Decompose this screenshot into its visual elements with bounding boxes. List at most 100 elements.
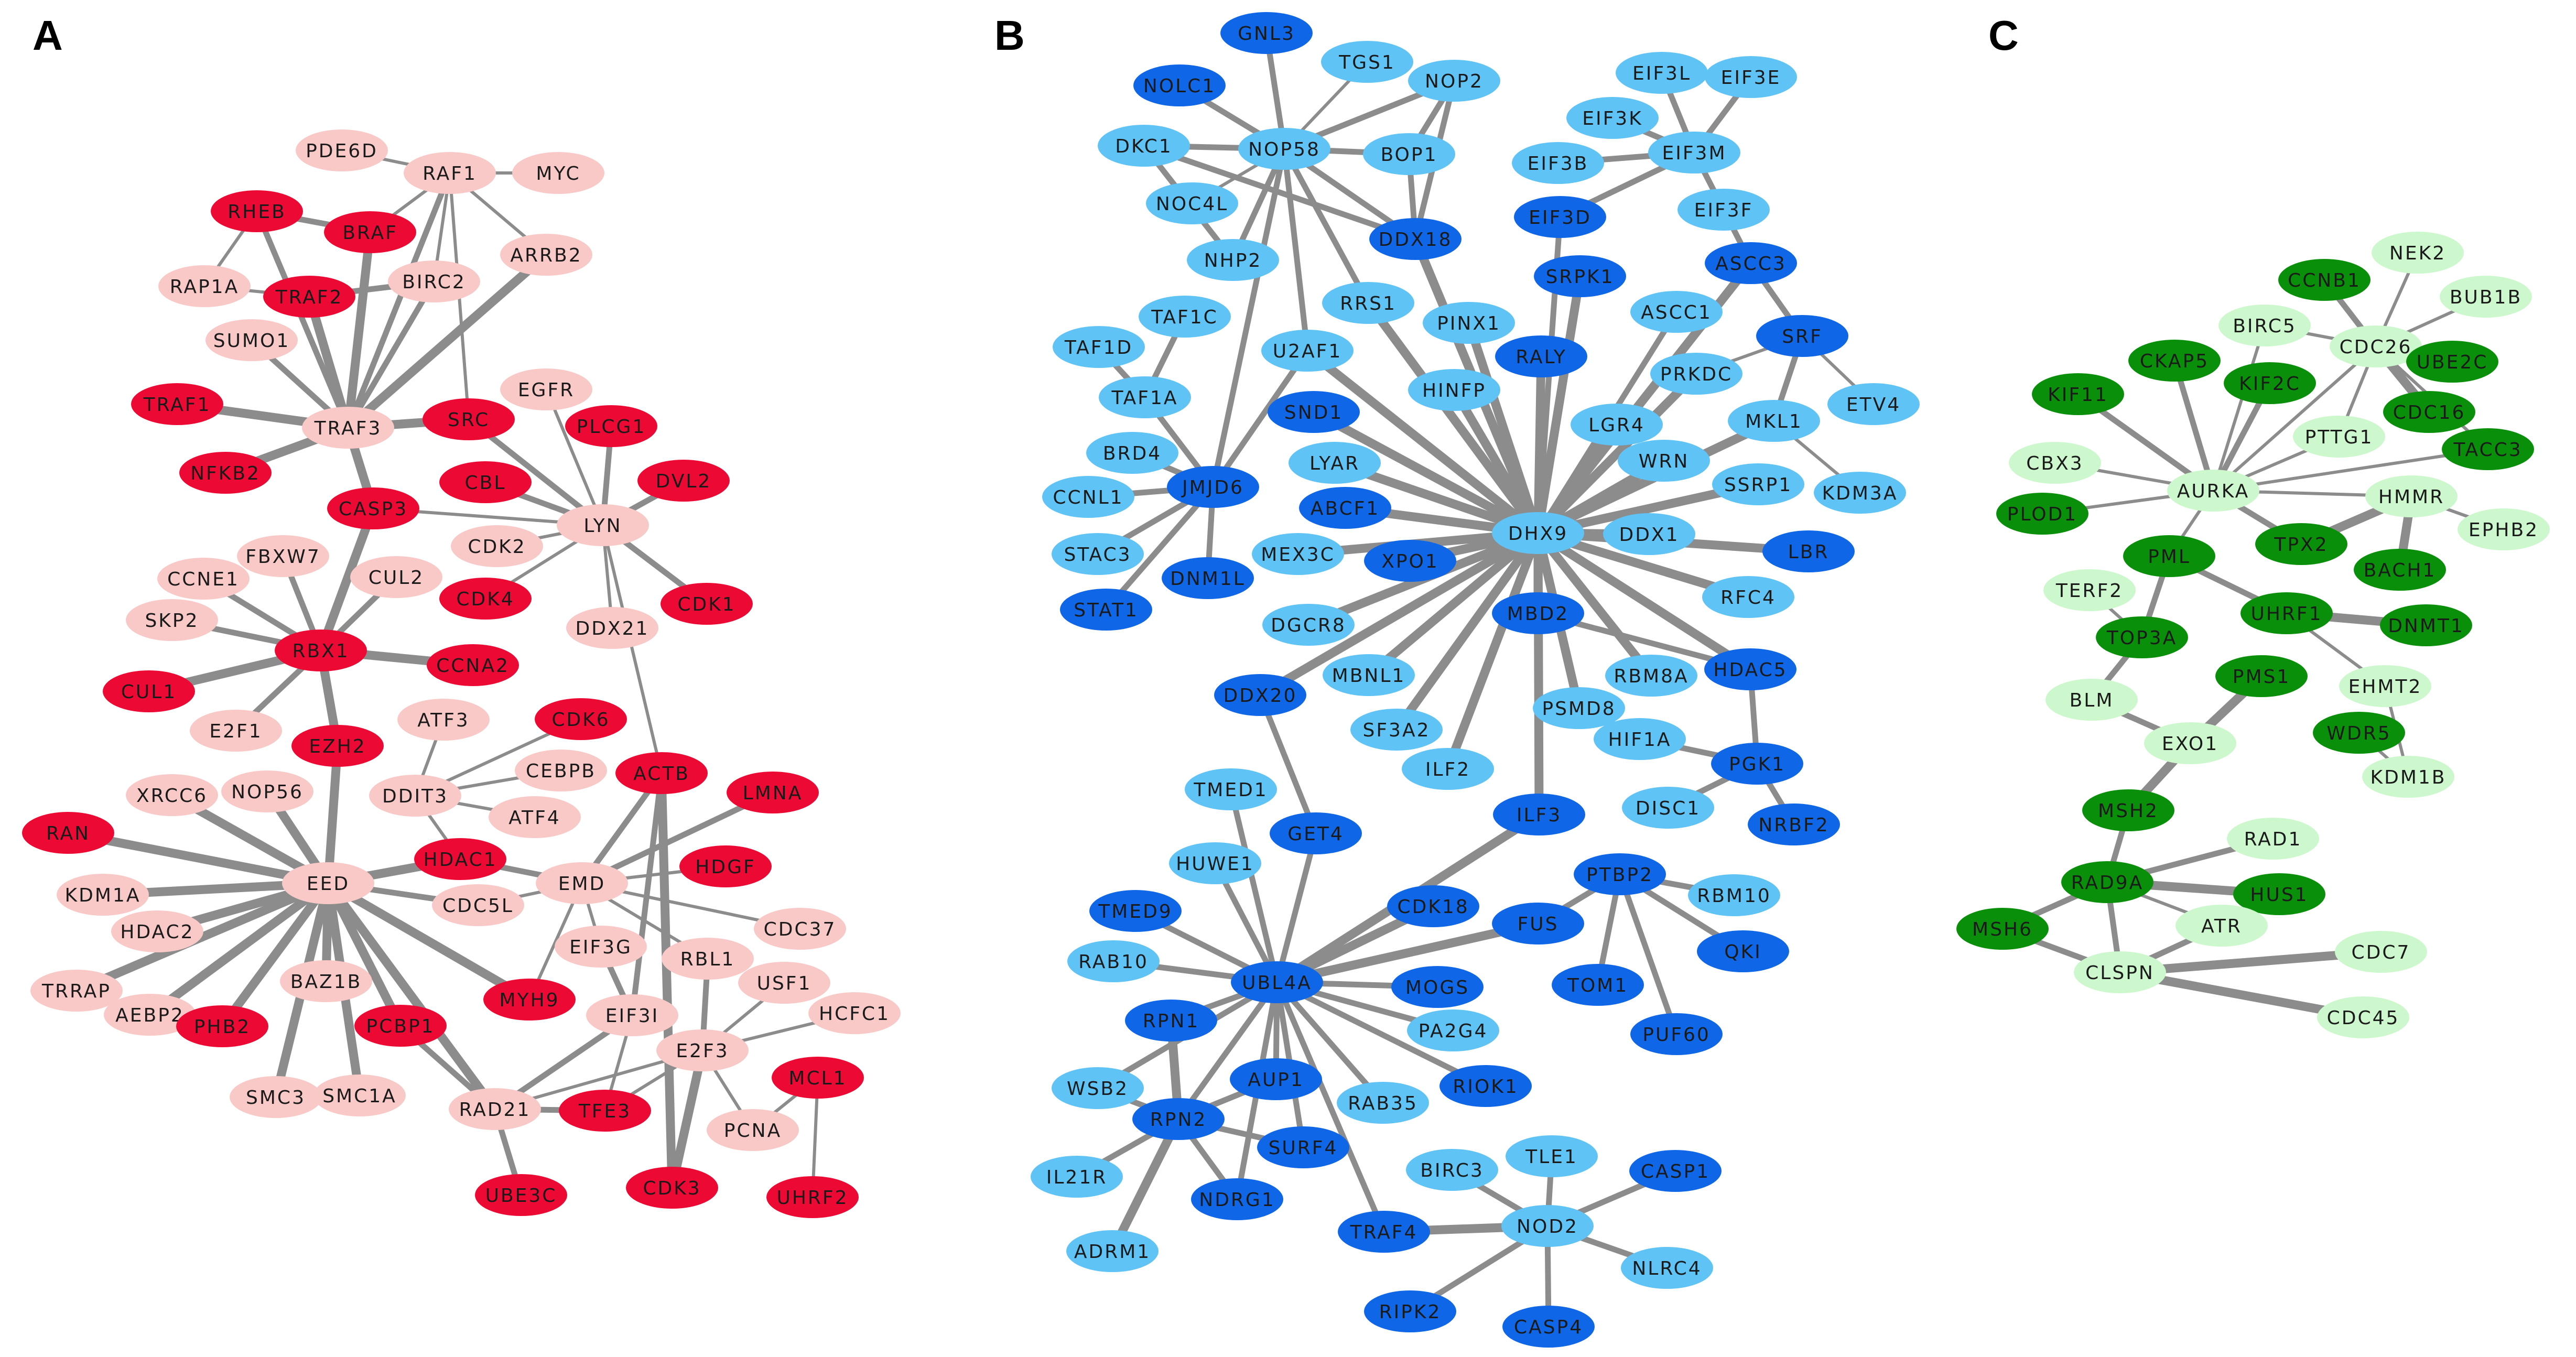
node-shape bbox=[1697, 930, 1789, 972]
node-shape bbox=[1492, 592, 1584, 634]
node-shape bbox=[738, 962, 830, 1004]
node-label: TAF1C bbox=[1151, 307, 1218, 328]
node-shape bbox=[1402, 748, 1494, 790]
node-srpk1: SRPK1 bbox=[1534, 255, 1626, 297]
node-shape bbox=[661, 583, 753, 625]
edge-ddx20-dhx9 bbox=[1255, 528, 1543, 700]
node-shape bbox=[1756, 315, 1848, 357]
node-label: KDM3A bbox=[1822, 483, 1898, 504]
node-label: DNMT1 bbox=[2388, 615, 2464, 637]
node-label: GET4 bbox=[1287, 823, 1344, 845]
node-label: DHX9 bbox=[1508, 523, 1568, 545]
node-kif2c: KIF2C bbox=[2224, 362, 2316, 404]
node-label: NEK2 bbox=[2389, 243, 2446, 264]
node-shape bbox=[350, 556, 442, 598]
node-tfe3: TFE3 bbox=[559, 1090, 651, 1132]
node-smc3: SMC3 bbox=[230, 1076, 322, 1118]
node-mbd2: MBD2 bbox=[1492, 592, 1584, 634]
node-label: MSH6 bbox=[1972, 919, 2033, 940]
node-label: TGS1 bbox=[1338, 52, 1395, 73]
node-label: BIRC3 bbox=[1420, 1160, 1484, 1181]
edge-ezh2-eed bbox=[323, 741, 342, 888]
node-shape bbox=[2224, 362, 2316, 404]
node-ccnb1: CCNB1 bbox=[2278, 259, 2371, 301]
node-label: DISC1 bbox=[1636, 798, 1701, 819]
node-label: RBM8A bbox=[1614, 666, 1689, 687]
node-label: TRRAP bbox=[41, 981, 111, 1002]
node-shape bbox=[475, 1174, 567, 1216]
node-label: RAF1 bbox=[423, 163, 477, 184]
node-uhrf1: UHRF1 bbox=[2241, 592, 2333, 634]
node-label: RAN bbox=[46, 823, 90, 844]
node-nrbf2: NRBF2 bbox=[1748, 804, 1840, 845]
node-label: SND1 bbox=[1284, 402, 1343, 424]
node-label: TMED1 bbox=[1193, 779, 1268, 801]
node-shape bbox=[1493, 794, 1585, 835]
node-tmed1: TMED1 bbox=[1185, 768, 1277, 810]
node-label: ATF4 bbox=[508, 807, 560, 829]
edge-tacc3-aurka bbox=[2212, 448, 2490, 492]
node-shape bbox=[1132, 1098, 1225, 1140]
node-shape bbox=[1162, 557, 1254, 599]
node-label: CDC37 bbox=[764, 919, 837, 940]
node-shape bbox=[103, 670, 195, 712]
node-label: CBX3 bbox=[2026, 453, 2083, 474]
node-shape bbox=[586, 994, 678, 1036]
node-casp3: CASP3 bbox=[327, 487, 419, 529]
node-shape bbox=[397, 699, 490, 741]
node-shape bbox=[230, 1076, 322, 1118]
node-label: WSB2 bbox=[1067, 1078, 1129, 1100]
node-label: NOP58 bbox=[1248, 139, 1321, 160]
node-shape bbox=[2372, 232, 2464, 274]
node-rab35: RAB35 bbox=[1337, 1082, 1429, 1124]
node-msh2: MSH2 bbox=[2082, 789, 2174, 831]
node-label: HDAC5 bbox=[1713, 659, 1787, 681]
node-label: CASP1 bbox=[1641, 1161, 1710, 1182]
node-cul2: CUL2 bbox=[350, 556, 442, 598]
node-label: XPO1 bbox=[1381, 551, 1439, 572]
node-label: EIF3D bbox=[1529, 207, 1592, 229]
node-surf4: SURF4 bbox=[1257, 1126, 1349, 1168]
node-label: EGFR bbox=[518, 379, 575, 401]
node-shape bbox=[1364, 1290, 1456, 1332]
node-eed: EED bbox=[282, 862, 374, 904]
node-shape bbox=[1711, 743, 1803, 785]
node-shape bbox=[176, 1005, 268, 1047]
node-label: PTBP2 bbox=[1586, 864, 1653, 886]
node-ubl4a: UBL4A bbox=[1231, 961, 1323, 1003]
node-hdac2: HDAC2 bbox=[111, 910, 203, 952]
edge-eed-rad21 bbox=[323, 878, 500, 1114]
node-ascc1: ASCC1 bbox=[1630, 291, 1723, 333]
node-dnm1l: DNM1L bbox=[1162, 557, 1254, 599]
node-label: U2AF1 bbox=[1273, 341, 1343, 362]
node-label: DDX18 bbox=[1379, 229, 1453, 251]
node-lbr: LBR bbox=[1762, 530, 1855, 572]
node-shape bbox=[275, 629, 367, 671]
node-label: PRKDC bbox=[1660, 364, 1733, 385]
node-shape bbox=[637, 460, 730, 502]
node-riok1: RIOK1 bbox=[1439, 1065, 1532, 1107]
panel-b-label: B bbox=[994, 12, 1025, 59]
node-shape bbox=[1502, 1306, 1595, 1348]
node-shape bbox=[2096, 616, 2188, 658]
node-shape bbox=[1704, 648, 1796, 690]
node-label: EXO1 bbox=[2162, 733, 2218, 755]
node-shape bbox=[1648, 132, 1740, 173]
node-label: RBL1 bbox=[680, 949, 735, 970]
edge-rab35-ubl4a bbox=[1274, 979, 1386, 1106]
node-shape bbox=[2406, 341, 2498, 383]
node-label: RIOK1 bbox=[1453, 1076, 1518, 1098]
node-label: DVL2 bbox=[656, 471, 712, 492]
node-label: DDX21 bbox=[576, 618, 650, 639]
node-rbm10: RBM10 bbox=[1688, 874, 1780, 916]
node-cebpb: CEBPB bbox=[515, 750, 607, 791]
node-label: EIF3M bbox=[1662, 143, 1726, 164]
node-label: ABCF1 bbox=[1311, 498, 1380, 519]
node-clspn: CLSPN bbox=[2074, 951, 2166, 993]
node-shape bbox=[449, 1088, 541, 1130]
node-eif3d: EIF3D bbox=[1514, 196, 1606, 238]
node-label: TLE1 bbox=[1525, 1146, 1578, 1168]
node-shape bbox=[388, 260, 480, 302]
node-pttg1: PTTG1 bbox=[2293, 416, 2385, 458]
node-shape bbox=[1996, 493, 2088, 535]
